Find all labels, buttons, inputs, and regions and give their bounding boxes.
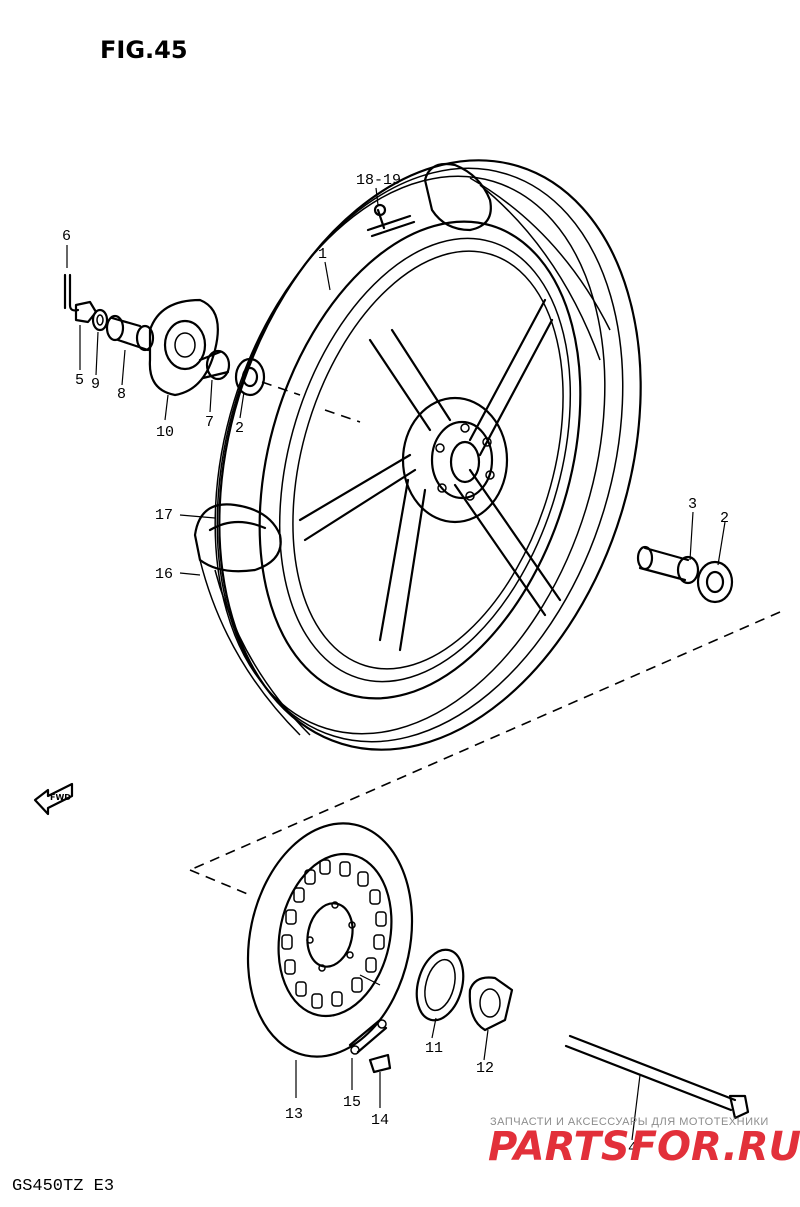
lock-washer (348, 1018, 388, 1054)
watermark-tagline: ЗАПЧАСТИ И АКСЕССУАРЫ ДЛЯ МОТОТЕХНИКИ (490, 1116, 769, 1128)
tire-tread-line (216, 167, 624, 743)
tire-tread-line (214, 175, 606, 735)
dust-cover (415, 948, 465, 1022)
model-code: GS450TZ E3 (12, 1177, 114, 1196)
valve (366, 208, 416, 238)
axle-nut (74, 300, 98, 324)
callout-leaders (66, 187, 726, 1141)
washer (91, 308, 109, 332)
callout-5: 5 (75, 372, 84, 389)
callout-4: 4 (628, 1140, 637, 1157)
rim-flange (292, 250, 564, 670)
seal (676, 555, 700, 585)
tire-outer (218, 159, 642, 751)
hub-bore-ring (430, 420, 494, 500)
hub-right-parts (415, 948, 514, 1032)
callout-13: 13 (285, 1106, 303, 1123)
disc-inner-ring (277, 852, 393, 1018)
gearbox-plate (148, 298, 219, 397)
callout-1: 1 (318, 246, 327, 263)
fwd-arrow-icon: FWD (33, 782, 74, 816)
tire-cross-section (193, 503, 282, 573)
watermark-brand: PARTSFOR.RU (488, 1124, 800, 1170)
callout-10: 10 (156, 424, 174, 441)
cast-spokes (298, 298, 562, 652)
spacer (110, 316, 150, 352)
axle-shaft (564, 1034, 737, 1112)
fwd-label: FWD (50, 793, 71, 802)
callout-numbers: 1 2 2 3 4 5 6 7 8 9 10 11 12 13 14 15 16… (62, 172, 729, 1157)
front-axle (564, 1034, 750, 1120)
left-hub-parts (63, 273, 361, 423)
disc-holes (281, 859, 387, 1009)
tube-section (208, 520, 267, 532)
right-hub-parts (636, 545, 734, 604)
brake-disc (246, 822, 414, 1058)
hub-bolt-holes (435, 423, 495, 501)
disc-outer (246, 822, 414, 1058)
bearing-right (696, 560, 734, 604)
callout-8: 8 (117, 386, 126, 403)
valve-cap (373, 203, 387, 217)
hub-bore (449, 440, 481, 484)
rim-outer (258, 220, 582, 700)
spacer-right (638, 546, 690, 582)
callout-3: 3 (688, 496, 697, 513)
disc-center-bore (306, 902, 354, 968)
callout-17: 17 (155, 507, 173, 524)
disc-fasteners (348, 1018, 392, 1074)
callout-7: 7 (205, 414, 214, 431)
tire-top-section (423, 162, 492, 232)
wheel-hub (401, 396, 509, 524)
wheel-assembly (193, 159, 642, 751)
figure-title: FIG.45 (100, 36, 188, 64)
axle-centerline (189, 611, 781, 871)
rim-inner (278, 237, 572, 683)
callout-14: 14 (371, 1112, 389, 1129)
bearing-left (234, 357, 266, 397)
disc-bolt (368, 1053, 392, 1074)
callout-6: 6 (62, 228, 71, 245)
callout-2: 2 (235, 420, 244, 437)
callout-16: 16 (155, 566, 173, 583)
callout-11: 11 (425, 1040, 443, 1057)
watermark: ЗАПЧАСТИ И АКСЕССУАРЫ ДЛЯ МОТОТЕХНИКИ PA… (488, 1116, 800, 1170)
drive-collar (468, 976, 514, 1032)
callout-2: 2 (720, 510, 729, 527)
callout-9: 9 (91, 376, 100, 393)
callout-15: 15 (343, 1094, 361, 1111)
callout-18-19: 18-19 (356, 172, 401, 189)
callout-12: 12 (476, 1060, 494, 1077)
